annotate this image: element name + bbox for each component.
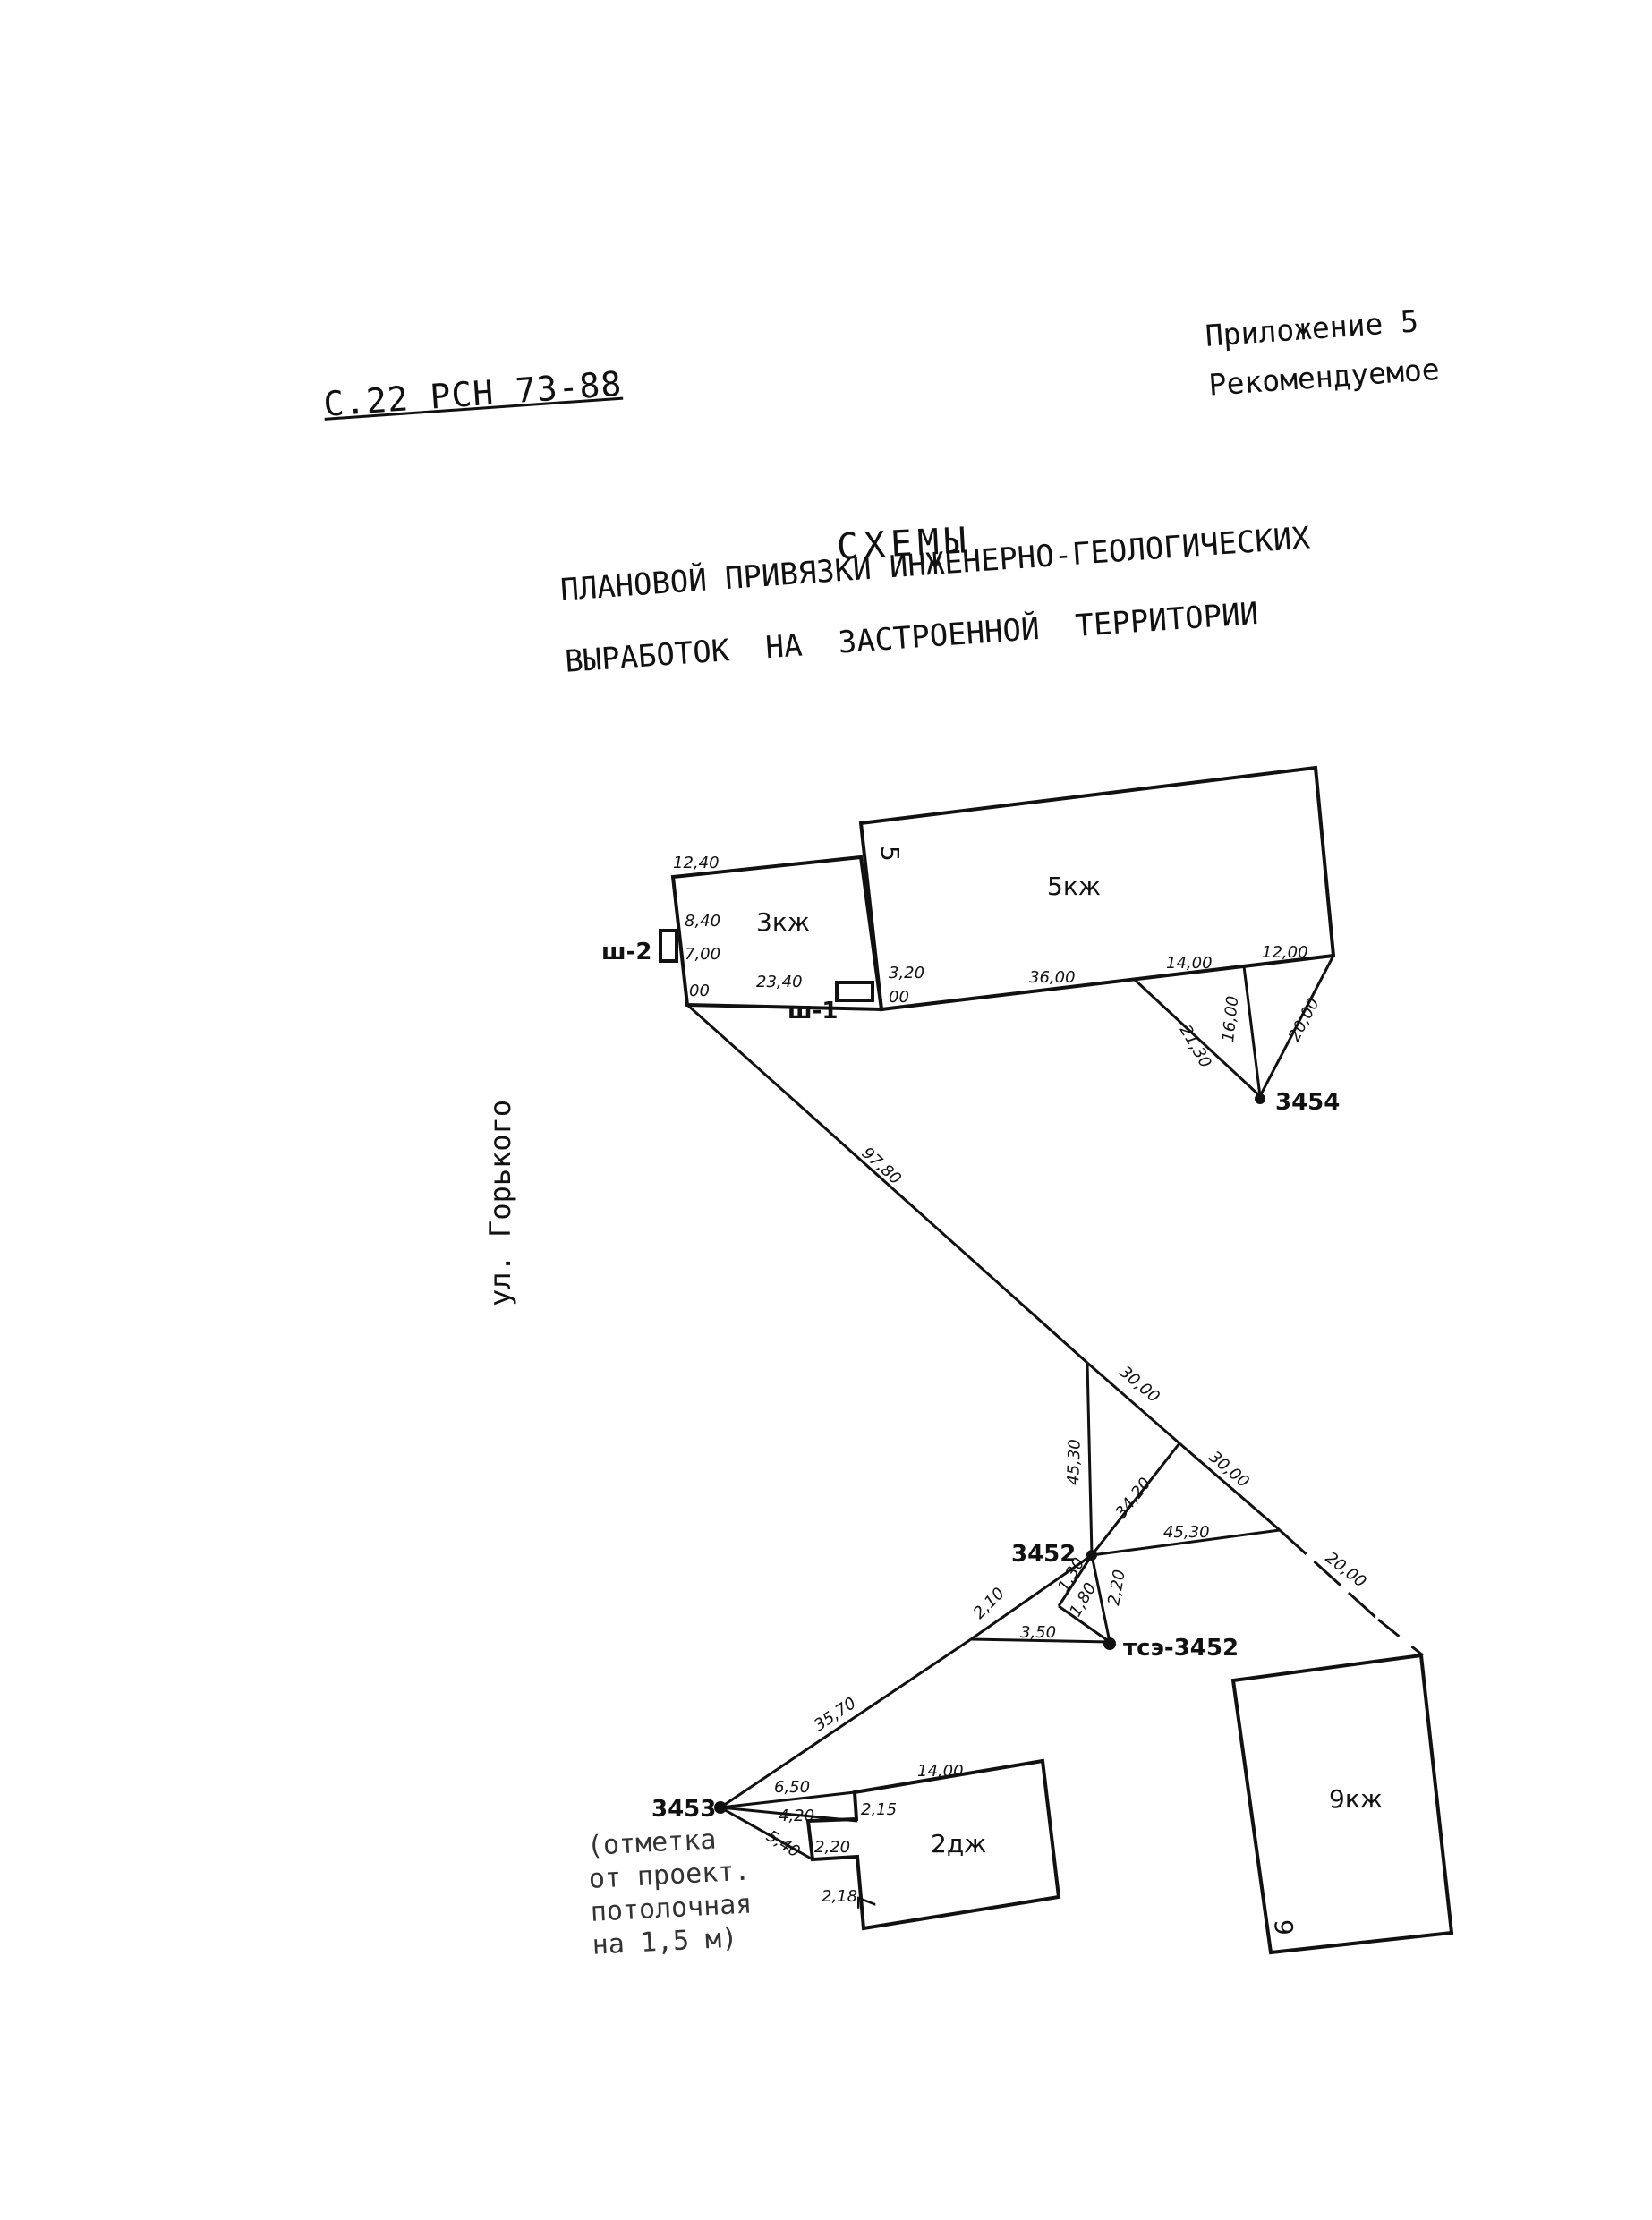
tie-line-45-30-b <box>1091 1528 1281 1557</box>
dim-00-right: 00 <box>889 988 909 1007</box>
tie-line-30-00-a <box>1086 1361 1180 1445</box>
tie-line-97-80 <box>685 1003 1089 1365</box>
building-5-floors: 5 <box>875 846 905 862</box>
dim-21-30: 21,30 <box>1176 1022 1215 1071</box>
shaft-2-marker <box>659 929 678 963</box>
dim-20-00-bottom: 20,00 <box>1322 1548 1370 1591</box>
dim-97-80: 97,80 <box>858 1144 905 1188</box>
building-2-label: 2дж <box>931 1829 986 1859</box>
tie-line-20-00-c <box>1377 1618 1424 1657</box>
dim-30-00-a: 30,00 <box>1116 1363 1163 1407</box>
shaft-1-label: ш-1 <box>788 998 839 1025</box>
point-3454-label: 3454 <box>1275 1089 1340 1116</box>
tie-line-21-30 <box>1133 978 1262 1098</box>
shaft-2-label: ш-2 <box>601 939 652 965</box>
point-3452-marker <box>1086 1550 1097 1561</box>
tie-line-4-20 <box>720 1806 858 1823</box>
point-tse-3452-label: тсэ-3452 <box>1123 1635 1239 1662</box>
point-tse-3452-marker <box>1103 1637 1116 1650</box>
tie-line-2-20 <box>1090 1554 1111 1643</box>
point-3453-label: 3453 <box>651 1796 716 1823</box>
tie-line-20-00 <box>1258 955 1335 1097</box>
tie-line-34-20 <box>1090 1442 1181 1556</box>
tie-line-5-40 <box>720 1806 813 1861</box>
dim-6-50: 6,50 <box>774 1778 810 1797</box>
point-3454-marker <box>1255 1093 1265 1104</box>
dim-00-left: 00 <box>689 982 710 1000</box>
dim-2-18: 2,18 <box>822 1887 857 1906</box>
dim-4-20: 4,20 <box>779 1807 814 1825</box>
shaft-1-marker <box>835 981 874 1002</box>
tie-line-6-50 <box>720 1790 856 1809</box>
dim-34-20: 34,20 <box>1111 1475 1154 1523</box>
dim-5-40: 5,40 <box>762 1826 803 1861</box>
tie-line-1-80 <box>1058 1604 1111 1644</box>
building-9-floors: 9 <box>1269 1919 1299 1935</box>
tie-line-3-50 <box>970 1637 1111 1644</box>
dim-3-20: 3,20 <box>889 964 924 982</box>
building-3-outline <box>670 855 884 1012</box>
elevation-note: (отметка от проект. потолочная на 1,5 м) <box>586 1824 754 1961</box>
dim-2-20-small: 2,20 <box>814 1838 850 1857</box>
tie-line-30-00-b <box>1179 1442 1281 1532</box>
building-3-label: 3кж <box>756 907 810 937</box>
dim-3-50: 3,50 <box>1020 1623 1056 1642</box>
dim-12-00: 12,00 <box>1262 943 1308 962</box>
dim-36-00: 36,00 <box>1029 968 1076 987</box>
tie-line-2-10 <box>970 1553 1093 1641</box>
tie-line-35-70 <box>720 1637 972 1809</box>
dim-2-20-vertical: 2,20 <box>1104 1569 1129 1607</box>
dim-45-30-vertical: 45,30 <box>1064 1439 1085 1485</box>
tie-line-16-00 <box>1242 965 1262 1097</box>
building-2-floors: 7 <box>852 1894 881 1910</box>
dim-14-00-bottom: 14,00 <box>917 1762 964 1781</box>
dim-45-30-horizontal: 45,30 <box>1163 1523 1210 1542</box>
dim-14-00-top: 14,00 <box>1166 954 1213 973</box>
point-3452-label: 3452 <box>1011 1541 1076 1568</box>
dim-12-40: 12,40 <box>673 854 720 872</box>
tie-line-1-30 <box>1057 1554 1094 1607</box>
dim-23-40: 23,40 <box>756 973 803 991</box>
dim-7-00: 7,00 <box>685 945 720 964</box>
dim-20-00-top: 20,00 <box>1285 995 1324 1044</box>
dim-2-15: 2,15 <box>861 1800 897 1819</box>
tie-line-45-30-a <box>1086 1362 1094 1556</box>
building-9-outline <box>1230 1653 1454 1955</box>
tie-line-20-00-b <box>1278 1528 1380 1621</box>
building-5-label: 5кж <box>1047 872 1101 901</box>
dim-8-40: 8,40 <box>685 912 720 931</box>
dim-16-00: 16,00 <box>1219 995 1242 1042</box>
building-9-label: 9кж <box>1329 1784 1383 1814</box>
point-3453-marker <box>714 1801 727 1814</box>
